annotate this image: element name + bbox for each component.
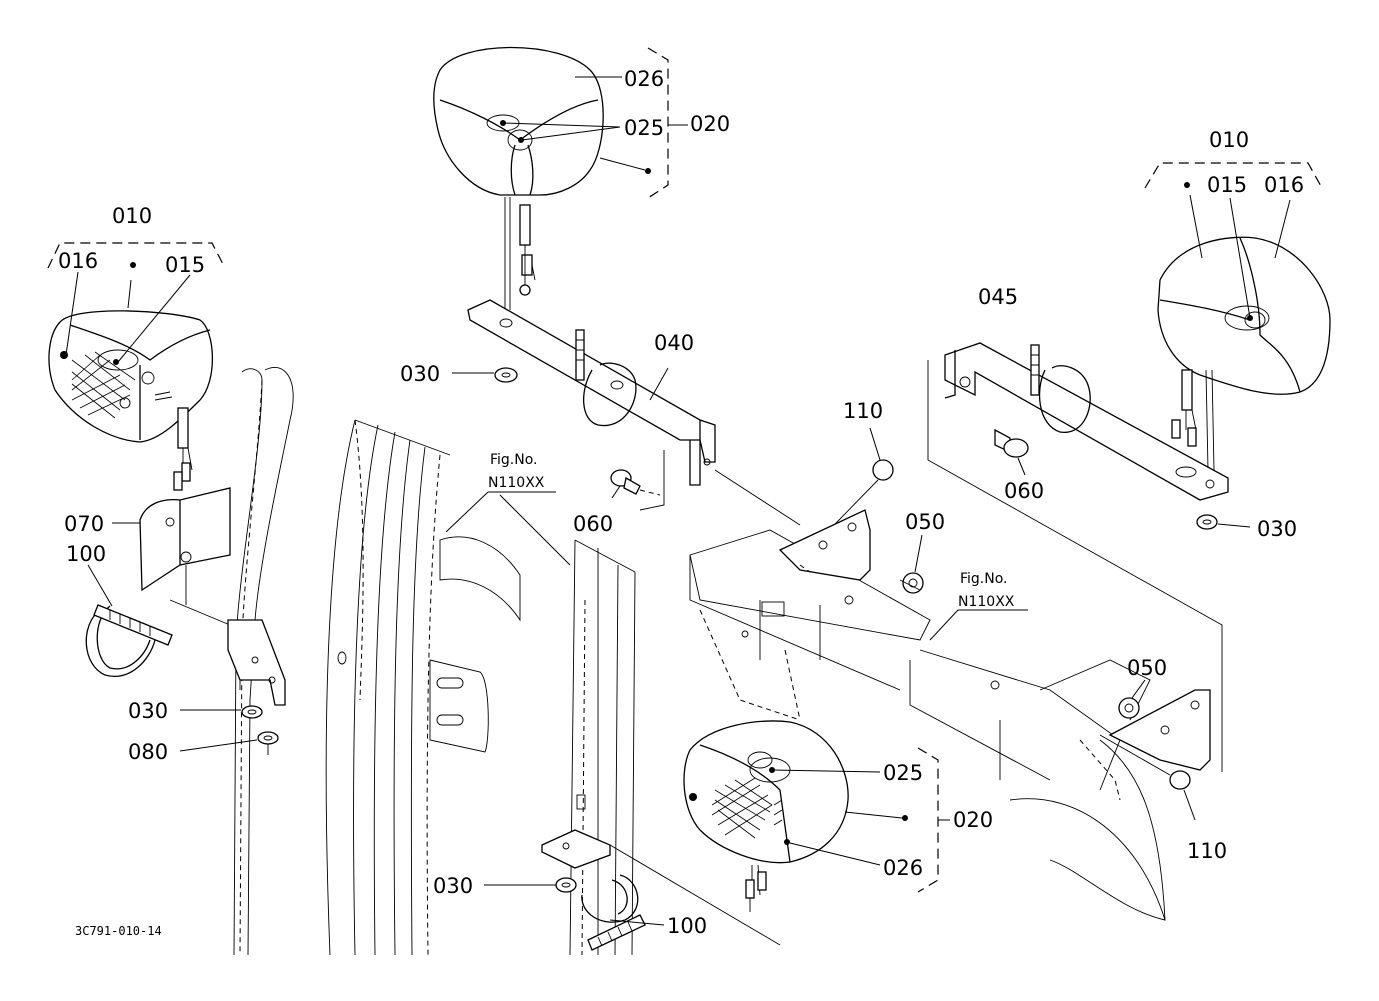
label-left-010: 010 [112,204,152,228]
group-bracket-010-right [1144,162,1323,189]
label-bolt-110-top: 110 [843,399,883,423]
label-nut-050-right: 050 [1127,656,1167,680]
fig-ref-left-line2: N110XX [488,475,545,491]
bolt-060-mid-shape [610,469,661,496]
nut-030-bottom-shape [555,877,577,893]
fig-ref-right-line1: Fig.No. [960,571,1008,587]
mount-line-2 [639,450,665,511]
left-bracket [227,619,286,706]
label-bracket-040: 040 [654,331,694,355]
nut-050-right-shape [1118,697,1140,719]
label-tie-100-bottom: 100 [667,914,707,938]
label-tie-100-left: 100 [66,542,106,566]
bolt-110-right-shape [1099,734,1191,790]
fig-ref-left-lines [445,491,571,566]
label-right-016: 016 [1264,173,1304,197]
cab-beam-right [689,529,1166,921]
label-right-015: 015 [1207,173,1247,197]
label-bolt-110-right: 110 [1187,839,1227,863]
label-lamp-lower-026: 026 [883,856,923,880]
bracket-040 [467,299,716,486]
bolt-060-right-shape [994,428,1029,458]
cab-pillar-left [233,367,294,956]
nut-030-top-shape [494,367,518,383]
drawing-code: 3C791-010-14 [75,924,162,938]
label-left-016: 016 [58,249,98,273]
nut-050-mid-shape [902,572,924,594]
cable-tie-100-bottom [581,874,646,951]
label-lamp-lower-025: 025 [883,761,923,785]
label-lamp-upper-020: 020 [690,112,730,136]
label-bolt-060-mid: 060 [573,512,613,536]
right-mount-plate [1108,689,1211,771]
label-plate-070: 070 [64,512,104,536]
label-bolt-060-right: 060 [1004,479,1044,503]
plate-070 [139,487,231,626]
leader-lines [65,76,1291,926]
right-outline [927,360,1223,772]
label-nut-030-right: 030 [1257,517,1297,541]
cab-frame-center [325,419,521,956]
cab-post-center [569,539,636,956]
label-right-010: 010 [1209,128,1249,152]
top-work-lamp [433,46,604,310]
washer-080-shape [257,731,279,755]
nut-030-left-shape [241,705,263,719]
mount-line-3 [899,579,921,591]
label-nut-030-left: 030 [128,699,168,723]
label-lamp-upper-025: 025 [624,116,664,140]
group-bracket-010-left [47,242,226,269]
label-nut-030-bottom: 030 [433,874,473,898]
label-bracket-045: 045 [978,285,1018,309]
label-lamp-upper-026: 026 [624,67,664,91]
bottom-bracket [541,829,781,946]
mid-mount-plate [778,509,871,581]
label-lamp-lower-020: 020 [953,808,993,832]
bottom-work-lamp [683,720,849,912]
label-nut-050-mid: 050 [905,510,945,534]
left-work-lamp [48,310,214,491]
label-nut-030-top: 030 [400,362,440,386]
fig-ref-right-line2: N110XX [958,594,1015,610]
mount-line-1 [714,469,801,526]
fig-ref-left-line1: Fig.No. [490,452,538,468]
group-bracket-020-top [647,47,669,199]
fig-ref-right-lines [929,609,1028,641]
cable-tie-100-left [85,604,173,677]
label-left-015: 015 [165,253,205,277]
bracket-045 [944,342,1229,501]
right-work-lamp [1157,236,1331,471]
label-washer-080: 080 [128,740,168,764]
nut-030-right-shape [1196,514,1218,530]
